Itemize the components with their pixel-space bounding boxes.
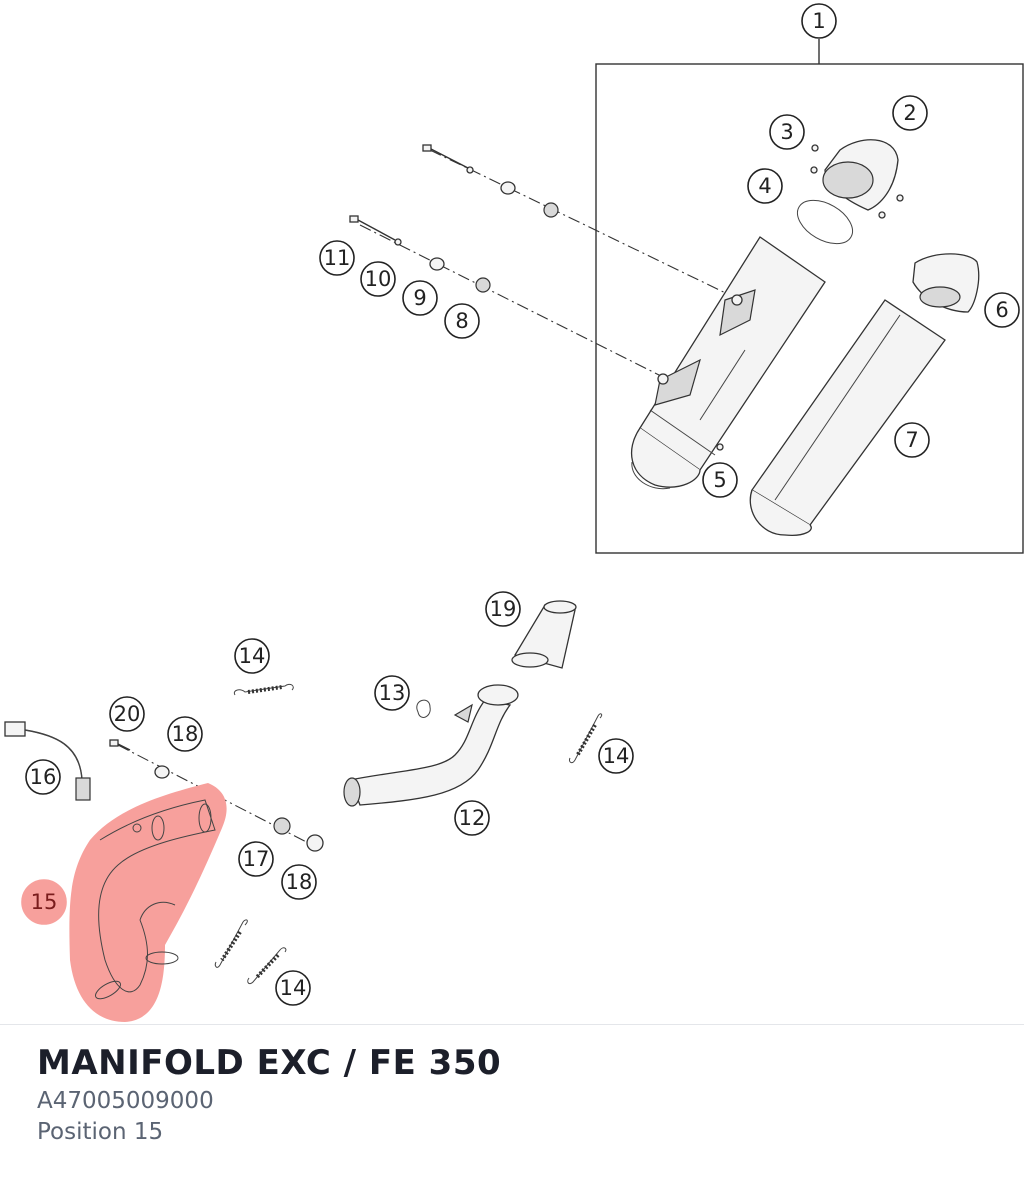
svg-text:9: 9 [413, 286, 426, 310]
pipe-sleeve [511, 600, 577, 669]
upper-bolt-set [422, 144, 559, 218]
svg-text:16: 16 [30, 765, 57, 789]
callout-16: 16 [25, 759, 61, 795]
spring-right [569, 713, 603, 764]
callout-3: 3 [769, 114, 805, 150]
callout-11: 11 [319, 240, 355, 276]
callout-18-lower: 18 [281, 864, 317, 900]
part-number: A47005009000 [37, 1088, 214, 1114]
svg-text:13: 13 [379, 681, 406, 705]
section-divider [0, 1024, 1024, 1025]
callout-2: 2 [892, 95, 928, 131]
callout-14-upper: 14 [234, 638, 270, 674]
svg-text:12: 12 [459, 806, 486, 830]
spring-lower-b [247, 947, 287, 985]
svg-text:20: 20 [114, 702, 141, 726]
callout-7: 7 [894, 422, 930, 458]
callout-8: 8 [444, 303, 480, 339]
callout-5: 5 [702, 462, 738, 498]
lambda-sensor [4, 721, 91, 801]
silencer-sleeve [749, 299, 946, 536]
callout-17: 17 [238, 841, 274, 877]
svg-text:14: 14 [603, 744, 630, 768]
callout-14-right: 14 [598, 738, 634, 774]
part-info-panel: MANIFOLD EXC / FE 350 A47005009000 Posit… [37, 1040, 501, 1148]
lower-bolt-axis [359, 224, 666, 379]
silencer-body [631, 236, 826, 490]
clamp [416, 699, 431, 718]
svg-text:2: 2 [903, 101, 916, 125]
svg-text:14: 14 [280, 976, 307, 1000]
screw-5 [716, 443, 724, 451]
callout-4: 4 [747, 168, 783, 204]
end-cap [810, 139, 904, 219]
callout-9: 9 [402, 280, 438, 316]
silencer-assembly-frame [595, 63, 1024, 554]
svg-text:3: 3 [780, 120, 793, 144]
callout-10: 10 [360, 261, 396, 297]
svg-text:8: 8 [455, 309, 468, 333]
exploded-parts-diagram: 1 2 3 4 5 6 7 8 9 10 11 12 13 14 14 14 1… [4, 3, 1024, 1022]
svg-text:4: 4 [758, 174, 771, 198]
svg-text:6: 6 [995, 298, 1008, 322]
upper-bolt-axis [429, 149, 741, 301]
connecting-pipe [343, 684, 519, 807]
svg-text:5: 5 [713, 468, 726, 492]
callout-1: 1 [801, 3, 837, 39]
part-title: MANIFOLD EXC / FE 350 [37, 1043, 502, 1083]
manifold-bolt-set [109, 739, 324, 852]
o-ring [797, 199, 853, 245]
callout-18-upper: 18 [167, 716, 203, 752]
spring-lower-a [214, 919, 248, 968]
spring-upper [233, 683, 294, 696]
svg-text:15: 15 [31, 890, 58, 914]
callout-12: 12 [454, 800, 490, 836]
callout-13: 13 [374, 675, 410, 711]
svg-text:18: 18 [286, 870, 313, 894]
svg-text:10: 10 [365, 267, 392, 291]
svg-text:19: 19 [490, 597, 517, 621]
svg-text:14: 14 [239, 644, 266, 668]
callout-20: 20 [109, 696, 145, 732]
callout-15-highlighted[interactable]: 15 [21, 879, 67, 925]
svg-text:18: 18 [172, 722, 199, 746]
callout-6: 6 [984, 292, 1020, 328]
callout-14-lower: 14 [275, 970, 311, 1006]
svg-text:7: 7 [905, 428, 918, 452]
lower-bolt-set [349, 215, 491, 293]
callout-19: 19 [485, 591, 521, 627]
svg-text:17: 17 [243, 847, 270, 871]
manifold-highlight [69, 783, 227, 1022]
svg-text:11: 11 [324, 246, 351, 270]
part-position: Position 15 [37, 1119, 164, 1145]
sleeve-cap [912, 253, 980, 313]
svg-text:1: 1 [812, 9, 825, 33]
